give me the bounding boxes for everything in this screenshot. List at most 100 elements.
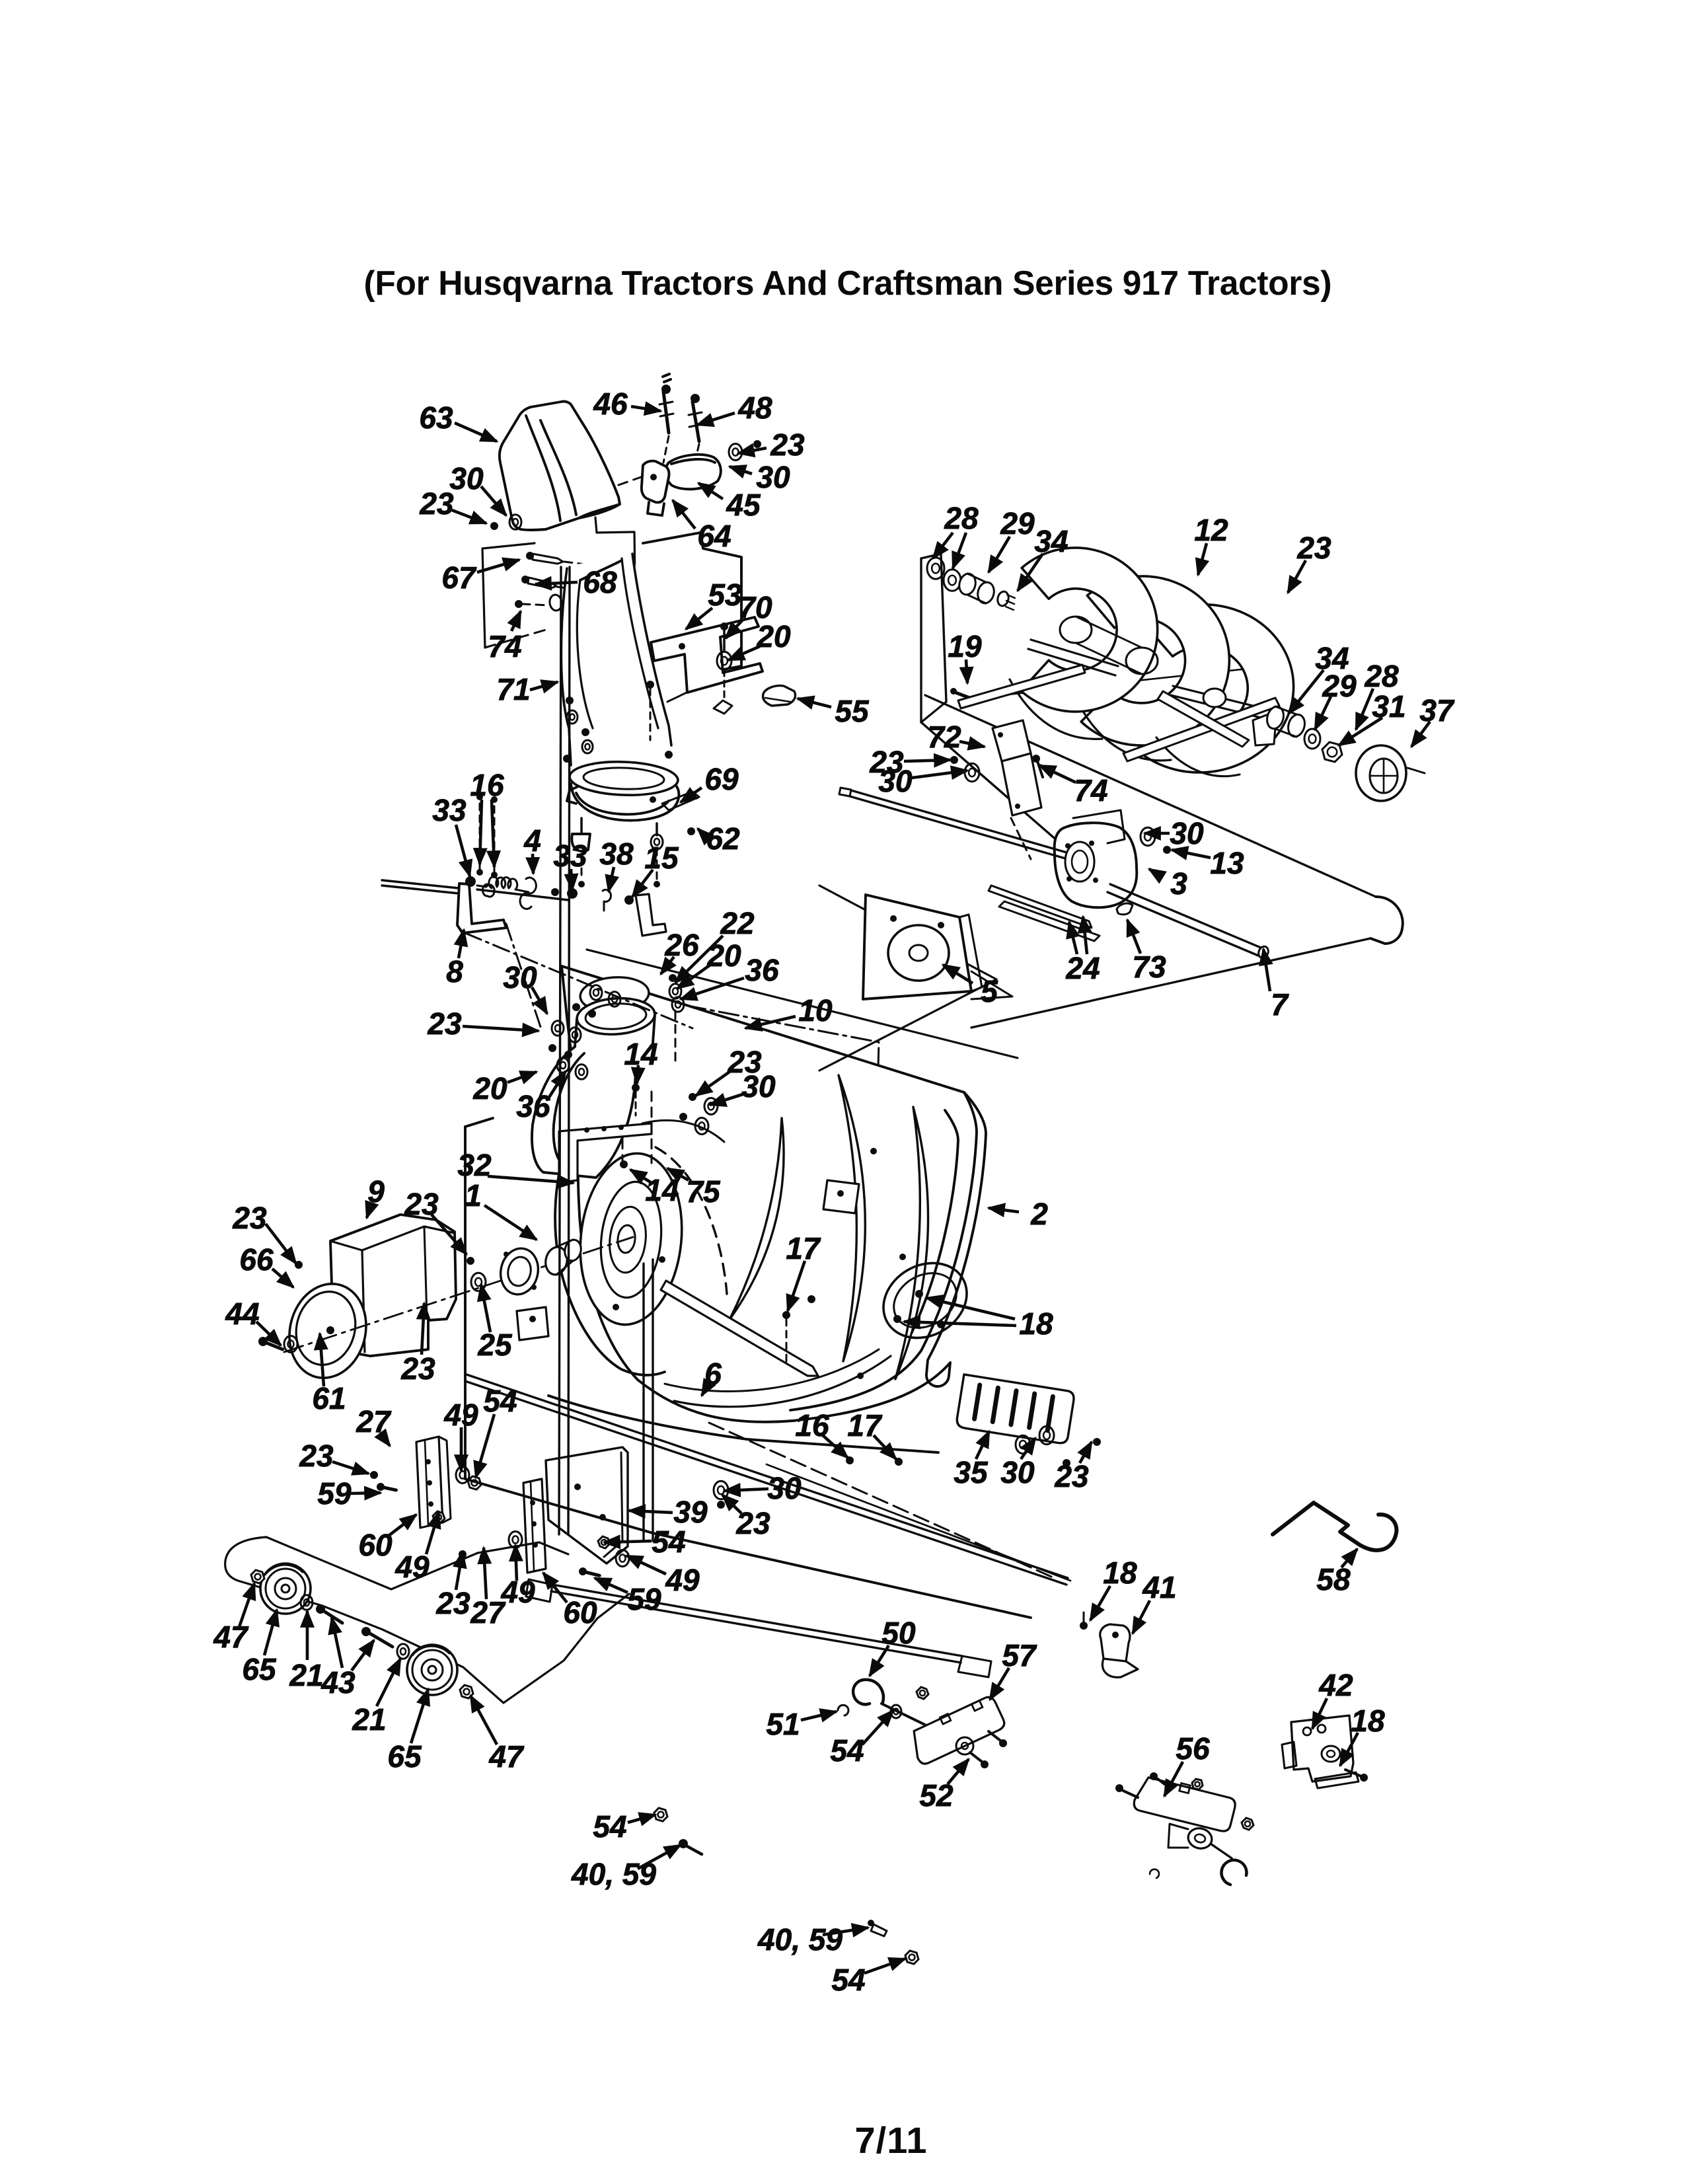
svg-text:64: 64 — [697, 519, 731, 553]
svg-text:74: 74 — [1074, 773, 1107, 808]
svg-text:7/11: 7/11 — [855, 2119, 927, 2161]
svg-text:30: 30 — [741, 1069, 776, 1104]
svg-text:33: 33 — [432, 793, 467, 827]
svg-text:47: 47 — [213, 1620, 249, 1654]
svg-text:49: 49 — [665, 1563, 700, 1597]
svg-text:39: 39 — [673, 1495, 708, 1529]
svg-text:23: 23 — [727, 1045, 762, 1079]
svg-text:28: 28 — [1364, 659, 1399, 693]
svg-text:54: 54 — [593, 1809, 626, 1844]
svg-text:30: 30 — [878, 764, 913, 798]
svg-text:52: 52 — [919, 1778, 954, 1813]
svg-text:23: 23 — [232, 1201, 267, 1235]
svg-text:23: 23 — [1054, 1459, 1089, 1493]
svg-text:21: 21 — [352, 1702, 386, 1737]
svg-text:29: 29 — [1000, 506, 1035, 541]
svg-text:37: 37 — [1419, 693, 1455, 728]
svg-text:23: 23 — [404, 1187, 439, 1221]
svg-text:71: 71 — [496, 672, 530, 706]
svg-text:30: 30 — [767, 1471, 802, 1505]
svg-text:18: 18 — [1103, 1556, 1137, 1590]
svg-text:20: 20 — [706, 938, 741, 973]
svg-text:34: 34 — [1034, 524, 1068, 558]
svg-text:(For Husqvarna Tractors And Cr: (For Husqvarna Tractors And Craftsman Se… — [364, 264, 1332, 302]
svg-text:23: 23 — [427, 1006, 462, 1041]
svg-text:16: 16 — [470, 768, 504, 802]
svg-text:23: 23 — [869, 745, 904, 779]
svg-text:9: 9 — [367, 1174, 385, 1209]
svg-text:35: 35 — [954, 1455, 989, 1489]
svg-text:21: 21 — [289, 1658, 323, 1692]
svg-text:17: 17 — [847, 1408, 883, 1443]
svg-text:42: 42 — [1318, 1668, 1353, 1702]
svg-text:30: 30 — [1000, 1455, 1035, 1489]
svg-text:54: 54 — [652, 1525, 685, 1559]
svg-text:53: 53 — [708, 578, 742, 612]
svg-text:3: 3 — [1170, 866, 1187, 901]
svg-text:54: 54 — [483, 1384, 517, 1418]
svg-text:8: 8 — [446, 954, 463, 989]
svg-text:38: 38 — [599, 837, 634, 871]
svg-text:30: 30 — [756, 460, 790, 494]
svg-text:31: 31 — [1372, 689, 1405, 724]
svg-text:46: 46 — [593, 387, 628, 421]
svg-text:61: 61 — [312, 1381, 346, 1415]
svg-text:16: 16 — [795, 1408, 829, 1443]
svg-text:51: 51 — [766, 1707, 800, 1741]
svg-text:58: 58 — [1316, 1562, 1351, 1597]
svg-text:23: 23 — [299, 1439, 334, 1473]
svg-text:17: 17 — [786, 1231, 821, 1265]
svg-text:54: 54 — [830, 1733, 864, 1768]
svg-text:60: 60 — [358, 1528, 393, 1562]
svg-text:68: 68 — [583, 565, 617, 599]
svg-text:26: 26 — [664, 928, 699, 962]
svg-text:56: 56 — [1176, 1731, 1210, 1766]
svg-text:45: 45 — [726, 488, 761, 522]
svg-text:75: 75 — [686, 1174, 721, 1209]
svg-text:29: 29 — [1322, 669, 1357, 703]
svg-text:30: 30 — [449, 461, 484, 496]
svg-text:41: 41 — [1142, 1570, 1176, 1604]
svg-text:57: 57 — [1002, 1638, 1037, 1673]
svg-text:40, 59: 40, 59 — [571, 1857, 656, 1891]
svg-text:15: 15 — [644, 841, 679, 875]
svg-text:40, 59: 40, 59 — [757, 1922, 842, 1957]
svg-text:50: 50 — [881, 1616, 916, 1650]
svg-text:19: 19 — [948, 629, 982, 663]
svg-text:43: 43 — [320, 1665, 356, 1700]
svg-text:73: 73 — [1132, 950, 1166, 984]
svg-text:20: 20 — [472, 1071, 507, 1106]
svg-text:23: 23 — [419, 486, 454, 521]
svg-text:59: 59 — [627, 1582, 661, 1616]
svg-text:22: 22 — [720, 906, 755, 940]
svg-text:66: 66 — [239, 1242, 274, 1277]
svg-text:27: 27 — [356, 1404, 392, 1439]
svg-text:49: 49 — [443, 1398, 478, 1432]
svg-text:10: 10 — [798, 993, 833, 1028]
svg-text:69: 69 — [704, 762, 739, 796]
svg-text:30: 30 — [503, 960, 537, 995]
svg-text:4: 4 — [523, 823, 541, 858]
svg-text:60: 60 — [563, 1595, 597, 1630]
svg-text:65: 65 — [242, 1652, 277, 1686]
svg-text:27: 27 — [470, 1595, 506, 1630]
svg-text:24: 24 — [1065, 951, 1100, 985]
svg-text:20: 20 — [756, 619, 791, 654]
svg-text:36: 36 — [516, 1089, 550, 1123]
svg-text:62: 62 — [706, 821, 740, 856]
svg-text:14: 14 — [645, 1173, 679, 1207]
svg-text:18: 18 — [1351, 1704, 1385, 1738]
svg-text:12: 12 — [1194, 513, 1228, 547]
svg-text:70: 70 — [738, 590, 772, 624]
svg-text:2: 2 — [1030, 1197, 1048, 1231]
svg-text:13: 13 — [1210, 846, 1244, 880]
svg-text:25: 25 — [477, 1328, 513, 1362]
svg-text:72: 72 — [927, 720, 961, 754]
svg-text:14: 14 — [624, 1037, 657, 1071]
svg-text:23: 23 — [735, 1506, 770, 1540]
svg-text:6: 6 — [704, 1357, 722, 1391]
svg-text:63: 63 — [419, 400, 453, 435]
svg-text:36: 36 — [745, 953, 779, 987]
svg-text:54: 54 — [831, 1963, 865, 1997]
svg-text:18: 18 — [1019, 1306, 1053, 1341]
